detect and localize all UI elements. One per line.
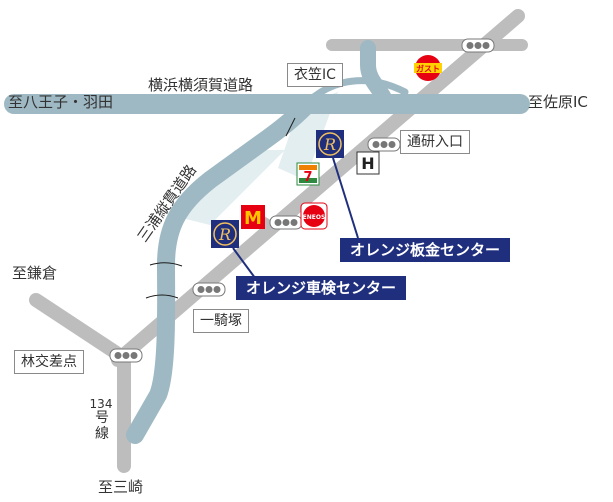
route-number: 134	[89, 397, 113, 411]
honda-letter: H	[361, 154, 374, 173]
intersection-tsuken: 通研入口	[400, 130, 470, 154]
signal-hayashi	[109, 348, 143, 363]
seven-eleven-logo: 7	[296, 162, 320, 186]
destination-east: 至佐原IC	[528, 93, 588, 111]
route-suffix: 号線	[95, 410, 109, 442]
gusto-logo: ガスト	[414, 55, 442, 81]
signal-top	[461, 38, 495, 53]
shop-label-bankin: オレンジ板金センター	[340, 238, 511, 262]
intersection-hayashi: 林交差点	[14, 350, 84, 374]
destination-west: 至八王子・羽田	[8, 93, 114, 111]
kinugasa-ic-ramp	[360, 40, 393, 108]
eneos-logo-text: ENEOS	[303, 214, 326, 221]
orange-mark-logo-bankin: R	[316, 130, 344, 158]
honda-logo: H	[356, 151, 380, 175]
seven-digit: 7	[303, 170, 312, 185]
shop-label-shaken: オレンジ車検センター	[236, 276, 407, 300]
signal-mcdonalds	[269, 215, 303, 230]
intersection-kinugasa-ic: 衣笠IC	[287, 63, 343, 87]
gusto-logo-text: ガスト	[416, 64, 440, 74]
destination-kamakura: 至鎌倉	[12, 264, 58, 282]
road-diagonal-main	[111, 9, 525, 367]
eneos-logo: ENEOS	[300, 202, 328, 230]
road-kamakura	[29, 293, 131, 365]
pointer-bankin	[332, 157, 359, 239]
orange-mark-letter: R	[323, 135, 336, 154]
expressway-miura	[126, 95, 317, 444]
signal-tsuken	[367, 137, 401, 152]
mcdonalds-logo: M	[241, 205, 265, 229]
orange-mark-logo-shaken: R	[211, 220, 239, 248]
intersection-ikkizuka: 一騎塚	[193, 309, 249, 333]
signal-ikkizuka	[192, 282, 226, 297]
orange-mark-letter: R	[218, 225, 231, 244]
destination-misaki: 至三崎	[98, 478, 144, 496]
expressway-name-yokohama-yokosuka: 横浜横須賀道路	[148, 76, 254, 94]
expressway-corridor-lower	[170, 150, 285, 225]
mcdonalds-letter: M	[244, 208, 262, 229]
